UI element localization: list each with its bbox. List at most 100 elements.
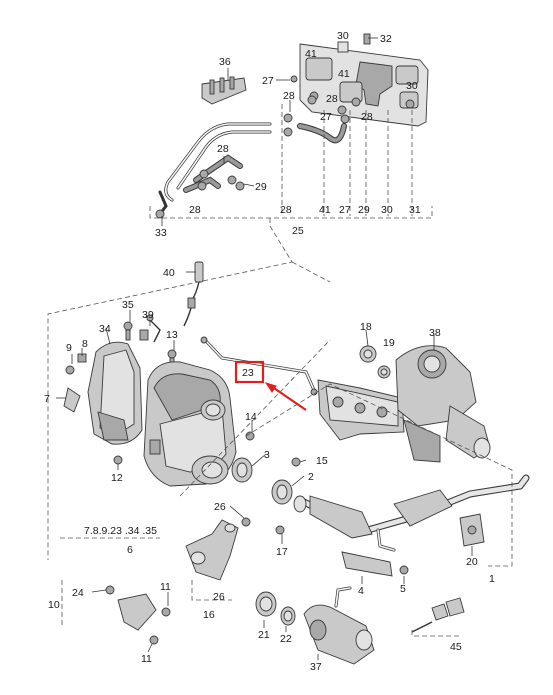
vacuum-hose [297,123,347,144]
label-4: 4 [358,585,364,597]
label-27c: 27 [339,204,351,216]
label-41b: 41 [338,68,350,80]
bolt-12 [113,455,123,465]
mounts-45 [411,597,465,633]
label-22: 22 [280,633,292,645]
ring-19-inner [380,368,388,376]
highlight-box-23 [234,360,265,384]
label-41c: 41 [319,204,331,216]
gasket-18-inner [363,349,373,359]
label-group-6: 7.8.9.23 .34 .35 [84,525,157,537]
label-29b: 29 [358,204,370,216]
label-11b: 11 [141,653,152,665]
label-26b: 26 [213,591,225,603]
leader-lines [56,37,473,660]
highlight-arrow-head [264,382,277,393]
turbocharger [317,345,491,463]
label-37: 37 [310,661,322,673]
label-10: 10 [48,599,60,611]
bracket-10 [105,585,171,645]
label-28a: 28 [283,90,295,102]
label-31: 31 [409,204,421,216]
label-19: 19 [383,337,395,349]
ring-22-inner [283,610,293,622]
clip-27 [307,95,317,105]
label-39: 39 [142,309,154,321]
label-32: 32 [380,33,392,45]
clip-28b [283,127,293,137]
gasket-7 [63,387,81,413]
bolt-15 [291,457,301,467]
part-labels: 30 32 36 41 41 27 28 28 27 28 30 28 29 2… [44,30,495,673]
clamp-21-inner [259,596,273,612]
group-25-line [149,206,433,219]
label-21: 21 [258,629,270,641]
label-3: 3 [264,449,270,461]
label-24: 24 [72,587,84,599]
label-15: 15 [316,455,328,467]
label-28d: 28 [217,143,229,155]
bolt-35 [123,321,133,331]
label-9: 9 [66,342,72,354]
group-1-line [245,383,513,567]
label-28b: 28 [326,93,338,105]
bolt-5 [399,565,409,575]
sensor-39 [139,314,161,343]
label-23-highlighted: 23 [242,367,254,379]
label-30: 30 [337,30,349,42]
label-30c: 30 [381,204,393,216]
label-7: 7 [44,393,50,405]
label-5: 5 [400,583,406,595]
label-17: 17 [276,546,288,558]
label-16: 16 [203,609,215,621]
line-holder [201,76,247,105]
clip-28 [283,113,293,123]
label-28e: 28 [189,204,201,216]
bolt-32 [363,33,371,45]
particulate-filter [143,361,237,487]
converter-37 [303,586,375,665]
clamp-2-inner [276,484,288,500]
label-45: 45 [450,641,462,653]
label-11a: 11 [160,581,171,593]
label-38: 38 [429,327,441,339]
vacuum-lines [155,122,272,219]
label-28c: 28 [361,111,373,123]
group-45-line [411,630,460,637]
label-33: 33 [155,227,167,239]
nut-9 [65,365,75,375]
bolt-26 [241,517,251,527]
label-27b: 27 [320,111,332,123]
front-exhaust-pipe [293,474,530,552]
label-30b: 30 [406,80,418,92]
screw-27 [290,75,298,83]
bolt-13 [167,349,177,359]
bolt-17 [275,525,285,535]
label-6: 6 [127,544,133,556]
label-41a: 41 [305,48,317,60]
label-25: 25 [292,225,304,237]
label-36: 36 [219,56,231,68]
label-29a: 29 [255,181,267,193]
label-27a: 27 [262,75,274,87]
dash-40 [291,261,331,283]
label-26a: 26 [214,501,226,513]
label-20: 20 [466,556,478,568]
label-8: 8 [82,338,88,350]
bracket-20-hole [467,525,477,535]
clip-28c [340,114,350,124]
label-28f: 28 [280,204,292,216]
label-13: 13 [166,329,178,341]
label-35: 35 [122,299,134,311]
bracket-4 [341,551,393,577]
label-40: 40 [163,267,175,279]
label-1: 1 [489,573,495,585]
bolt-35-shank [125,329,131,341]
clamp-3-inner [236,462,248,478]
support-bracket-16 [185,519,239,581]
group-16-line [191,580,232,601]
label-18: 18 [360,321,372,333]
dash-23 [179,339,331,497]
label-34: 34 [99,323,111,335]
